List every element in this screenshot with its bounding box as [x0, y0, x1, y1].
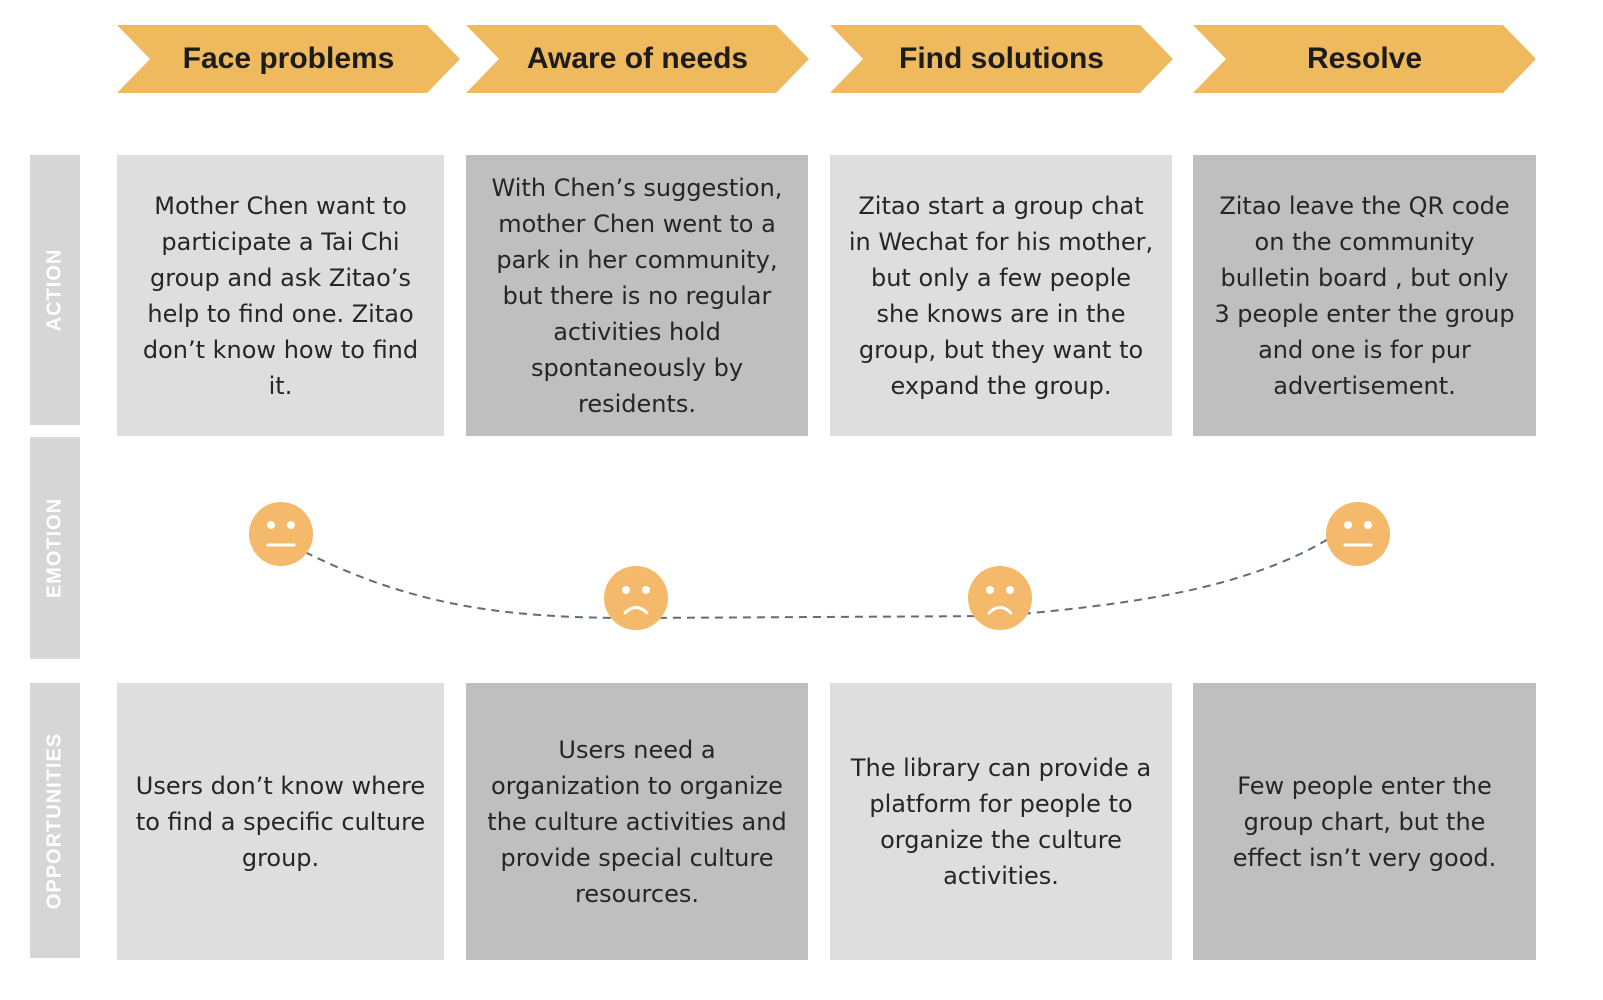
row-label-opportunities: OPPORTUNITIES: [30, 683, 80, 958]
action-card-3: Zitao start a group chat in Wechat for h…: [830, 155, 1172, 436]
sad-face-icon: [604, 566, 668, 630]
stage-aware-of-needs: Aware of needs: [466, 25, 809, 93]
action-card-1: Mother Chen want to participate a Tai Ch…: [117, 155, 444, 436]
sad-face-icon: [968, 566, 1032, 630]
chevron-arrow: [830, 25, 1173, 93]
neutral-face-icon: [1326, 502, 1390, 566]
stage-label: Find solutions: [899, 42, 1104, 75]
opportunity-card-2: Users need a organization to organize th…: [466, 683, 808, 960]
stage-label: Aware of needs: [526, 42, 749, 75]
stage-label: Resolve: [1306, 42, 1423, 75]
chevron-arrow: [117, 25, 460, 93]
stage-find-solutions: Find solutions: [830, 25, 1173, 93]
action-card-text: With Chen’s suggestion, mother Chen went…: [491, 173, 783, 418]
opportunity-card-text: Users don’t know where to find a specifi…: [135, 771, 426, 872]
opportunity-card-text: Users need a organization to organize th…: [487, 735, 787, 908]
stage-label: Face problems: [182, 42, 395, 75]
opportunity-card-4: Few people enter the group chart, but th…: [1193, 683, 1536, 960]
stage-resolve: Resolve: [1193, 25, 1536, 93]
action-card-2: With Chen’s suggestion, mother Chen went…: [466, 155, 808, 436]
opportunity-card-1: Users don’t know where to find a specifi…: [117, 683, 444, 960]
opportunity-card-text: The library can provide a platform for p…: [850, 753, 1152, 890]
action-card-text: Mother Chen want to participate a Tai Ch…: [142, 191, 419, 400]
emotion-curve: [304, 537, 1331, 620]
action-card-4: Zitao leave the QR code on the community…: [1193, 155, 1536, 436]
row-label-emotion: EMOTION: [30, 437, 80, 659]
action-card-text: Zitao leave the QR code on the community…: [1214, 191, 1515, 400]
opportunity-card-3: The library can provide a platform for p…: [830, 683, 1172, 960]
row-label-action: ACTION: [30, 155, 80, 425]
opportunity-card-text: Few people enter the group chart, but th…: [1232, 771, 1497, 872]
chevron-arrow: [1193, 25, 1536, 93]
action-card-text: Zitao start a group chat in Wechat for h…: [848, 191, 1154, 400]
stage-face-problems: Face problems: [117, 25, 460, 93]
neutral-face-icon: [249, 502, 313, 566]
chevron-arrow: [466, 25, 809, 93]
